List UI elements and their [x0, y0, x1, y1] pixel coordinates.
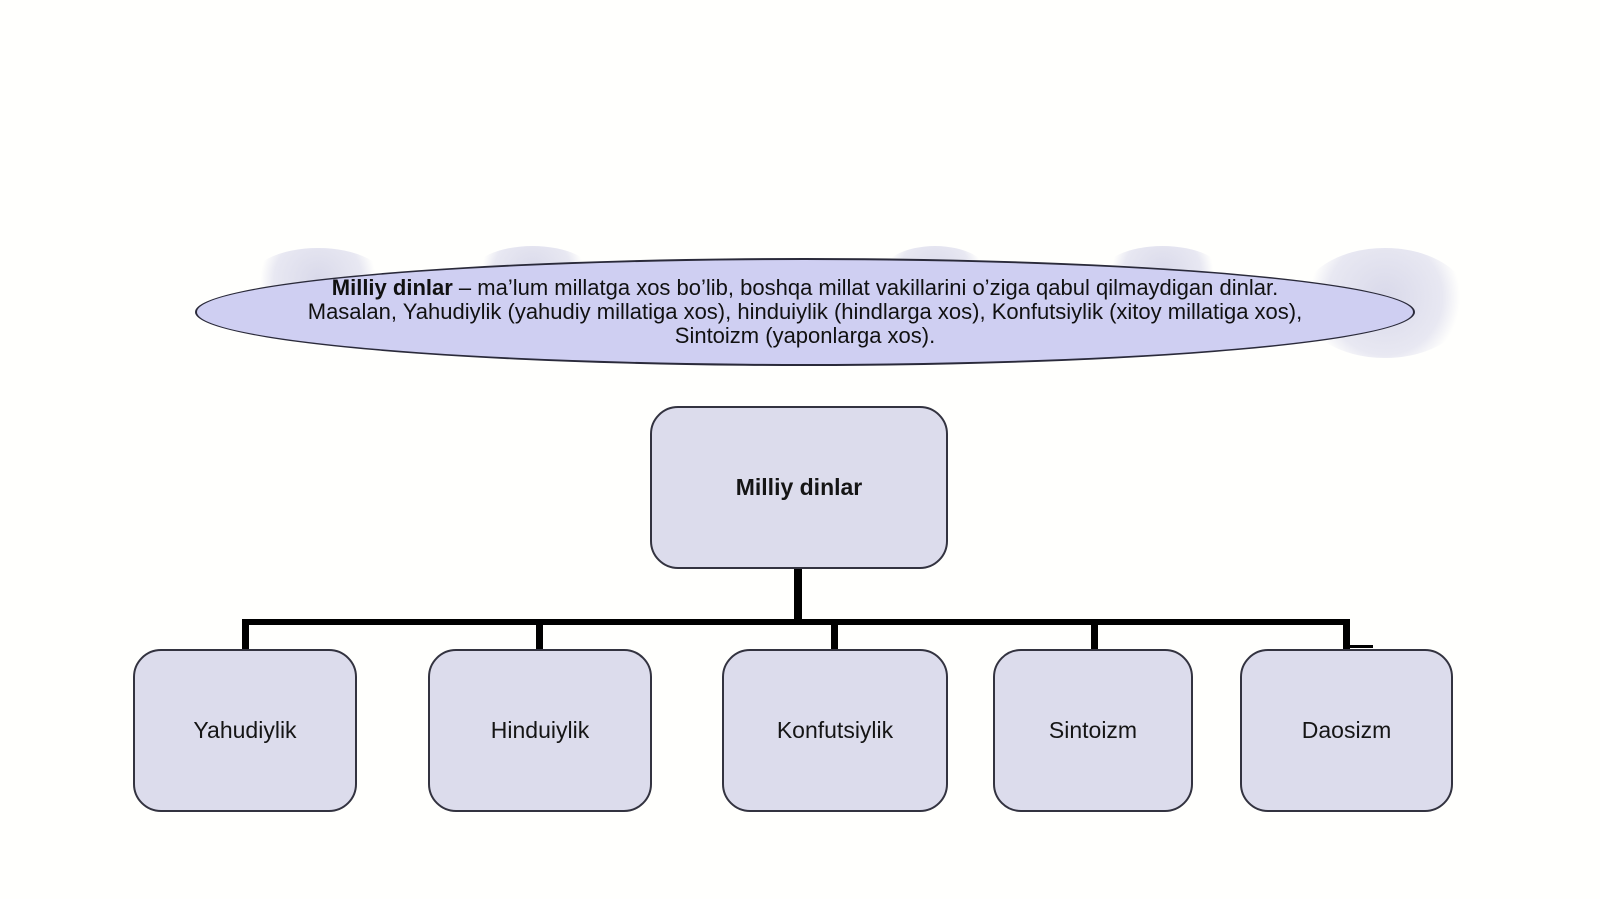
connector-drop: [831, 619, 838, 649]
connector-drop: [536, 619, 543, 649]
child-node-label: Hinduiylik: [490, 717, 590, 743]
child-node-label: Yahudiylik: [193, 717, 297, 743]
definition-term: Milliy dinlar: [331, 275, 453, 300]
definition-body: – ma’lum millatga xos bo’lib, boshqa mil…: [307, 275, 1303, 348]
child-node-label: Daosizm: [1301, 717, 1392, 743]
child-node-yahudiylik: Yahudiylik: [133, 649, 357, 812]
definition-ellipse: Milliy dinlar – ma’lum millatga xos bo’l…: [195, 258, 1415, 366]
root-node-label: Milliy dinlar: [735, 474, 863, 500]
connector-bar: [242, 619, 1350, 625]
child-node-label: Konfutsiylik: [776, 717, 894, 743]
child-node-hinduiylik: Hinduiylik: [428, 649, 652, 812]
connector-trunk: [794, 569, 802, 623]
root-node: Milliy dinlar: [650, 406, 948, 569]
child-node-label: Sintoizm: [1048, 717, 1138, 743]
child-node-sintoizm: Sintoizm: [993, 649, 1193, 812]
child-node-konfutsiylik: Konfutsiylik: [722, 649, 948, 812]
connector-drop: [1343, 619, 1350, 649]
connector-drop: [242, 619, 249, 649]
connector-tick: [1343, 645, 1373, 648]
child-node-daosizm: Daosizm: [1240, 649, 1453, 812]
definition-text: Milliy dinlar – ma’lum millatga xos bo’l…: [285, 276, 1325, 348]
connector-drop: [1091, 619, 1098, 649]
